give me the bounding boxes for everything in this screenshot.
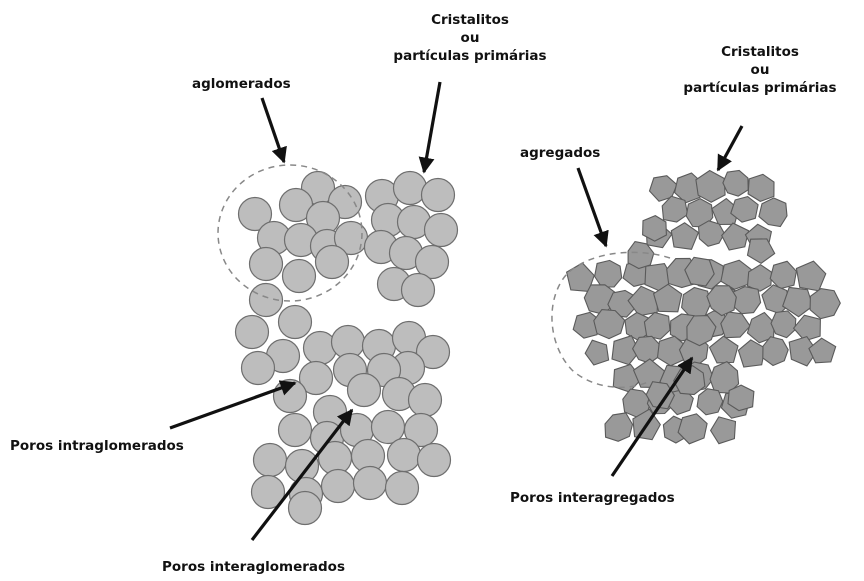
label-cristalitos-left-3: partículas primárias xyxy=(393,48,546,65)
primary-particle-circle xyxy=(322,470,355,503)
primary-particle-circle xyxy=(236,316,269,349)
primary-particle-polygon xyxy=(710,336,739,363)
primary-particle-circle xyxy=(422,179,455,212)
primary-particle-polygon xyxy=(759,198,787,227)
primary-particle-polygon xyxy=(763,337,788,366)
label-agregados: agregados xyxy=(520,145,600,162)
primary-particle-circle xyxy=(409,384,442,417)
primary-particle-polygon xyxy=(662,196,688,222)
primary-particle-polygon xyxy=(585,340,608,365)
primary-particle-circle xyxy=(354,467,387,500)
arrow-agregados xyxy=(578,168,606,246)
primary-particle-polygon xyxy=(697,389,723,415)
primary-particle-polygon xyxy=(643,216,667,242)
primary-particle-polygon xyxy=(595,260,622,287)
agglomerate-particles xyxy=(236,172,458,525)
primary-particle-polygon xyxy=(711,417,736,444)
primary-particle-circle xyxy=(250,248,283,281)
primary-particle-circle xyxy=(279,414,312,447)
primary-particle-polygon xyxy=(723,170,748,196)
primary-particle-circle xyxy=(304,332,337,365)
primary-particle-polygon xyxy=(633,336,660,363)
primary-particle-circle xyxy=(242,352,275,385)
primary-particle-polygon xyxy=(682,288,711,318)
primary-particle-polygon xyxy=(748,239,775,263)
label-cristalitos-right-2: ou xyxy=(751,62,770,79)
label-cristalitos-right-3: partículas primárias xyxy=(683,80,836,97)
primary-particle-polygon xyxy=(771,311,796,338)
label-cristalitos-right-1: Cristalitos xyxy=(721,44,799,61)
primary-particle-circle xyxy=(316,246,349,279)
primary-particle-polygon xyxy=(810,289,840,319)
primary-particle-circle xyxy=(386,472,419,505)
primary-particle-circle xyxy=(279,306,312,339)
primary-particle-polygon xyxy=(721,260,752,289)
label-cristalitos-left-2: ou xyxy=(461,30,480,47)
primary-particle-polygon xyxy=(722,223,749,250)
primary-particle-polygon xyxy=(707,286,736,316)
label-poros-intraglomerados: Poros intraglomerados xyxy=(10,438,184,455)
primary-particle-circle xyxy=(388,439,421,472)
primary-particle-polygon xyxy=(748,174,774,201)
arrow-cristalitos-left xyxy=(424,82,440,172)
primary-particle-circle xyxy=(348,374,381,407)
arrow-aglomerados xyxy=(262,98,284,162)
label-aglomerados: aglomerados xyxy=(192,76,291,93)
primary-particle-circle xyxy=(402,274,435,307)
primary-particle-circle xyxy=(289,492,322,525)
label-poros-interagregados: Poros interagregados xyxy=(510,490,675,507)
primary-particle-polygon xyxy=(733,287,761,314)
primary-particle-circle xyxy=(425,214,458,247)
primary-particle-circle xyxy=(283,260,316,293)
primary-particle-polygon xyxy=(721,312,750,338)
primary-particle-circle xyxy=(418,444,451,477)
primary-particle-polygon xyxy=(796,261,825,291)
aggregate-particles xyxy=(567,170,841,443)
primary-particle-circle xyxy=(254,444,287,477)
primary-particle-polygon xyxy=(809,338,836,363)
arrow-cristalitos-right xyxy=(718,126,742,170)
primary-particle-polygon xyxy=(748,265,772,292)
primary-particle-polygon xyxy=(738,340,765,367)
primary-particle-polygon xyxy=(605,413,633,441)
label-cristalitos-left-1: Cristalitos xyxy=(431,12,509,29)
label-poros-interaglomerados: Poros interaglomerados xyxy=(162,559,345,576)
primary-particle-polygon xyxy=(644,313,670,340)
